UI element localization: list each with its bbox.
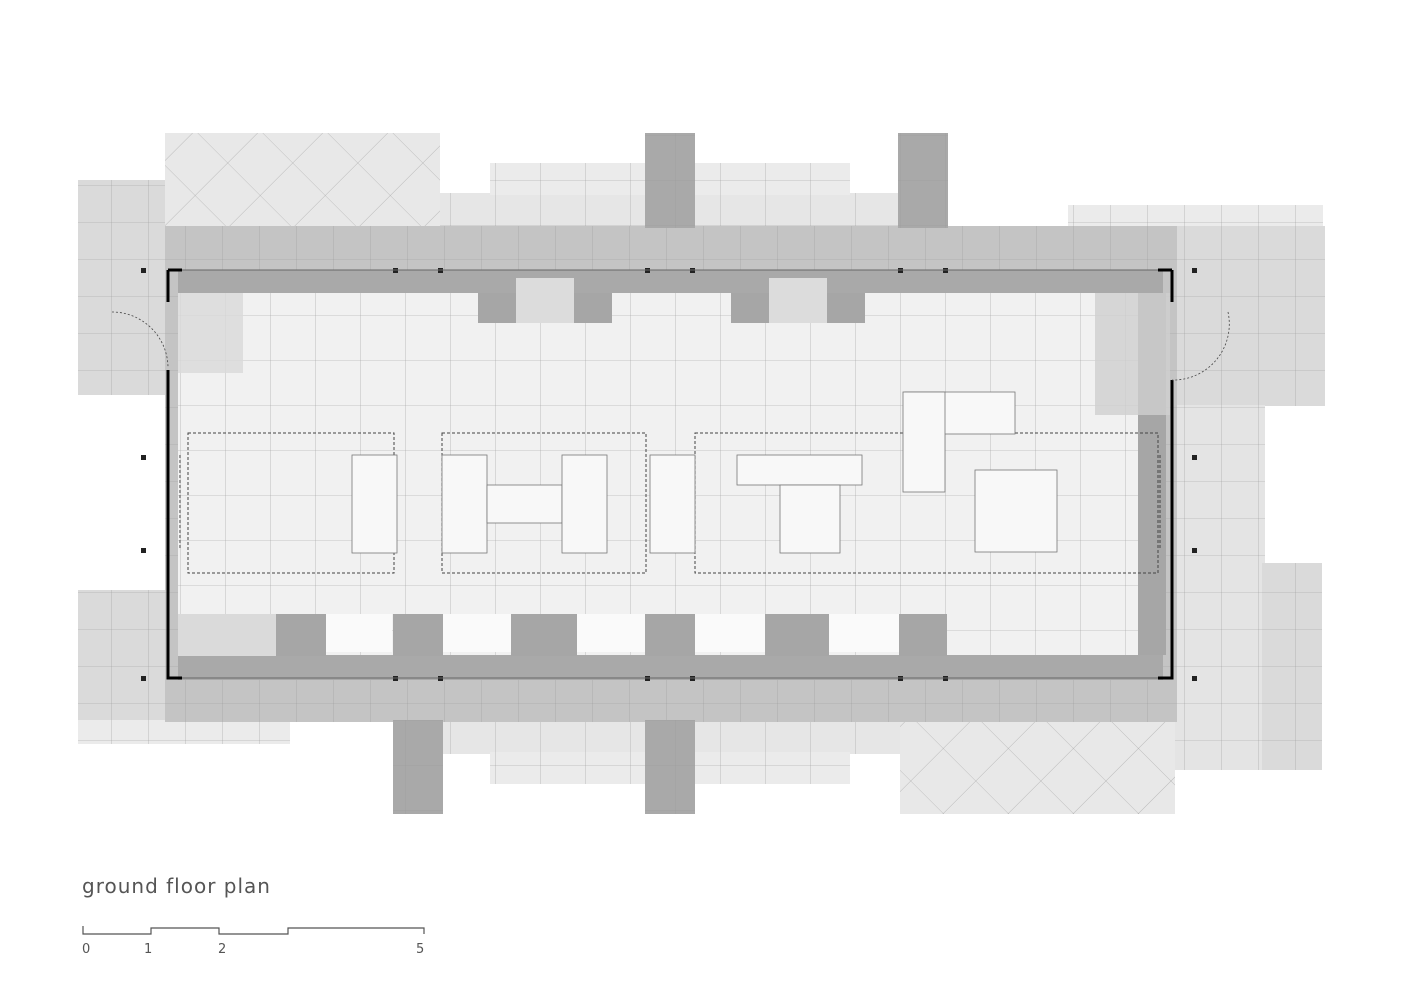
scale-tick-5: 5 [416, 942, 425, 957]
scale-bar [82, 926, 425, 935]
walls [166, 268, 1174, 680]
scale-tick-0: 0 [82, 942, 91, 957]
scale-tick-2: 2 [218, 942, 227, 957]
fixtures [351, 391, 1058, 554]
plan-title: ground floor plan [82, 874, 271, 898]
scale-tick-1: 1 [144, 942, 153, 957]
door-swings [111, 311, 1230, 381]
